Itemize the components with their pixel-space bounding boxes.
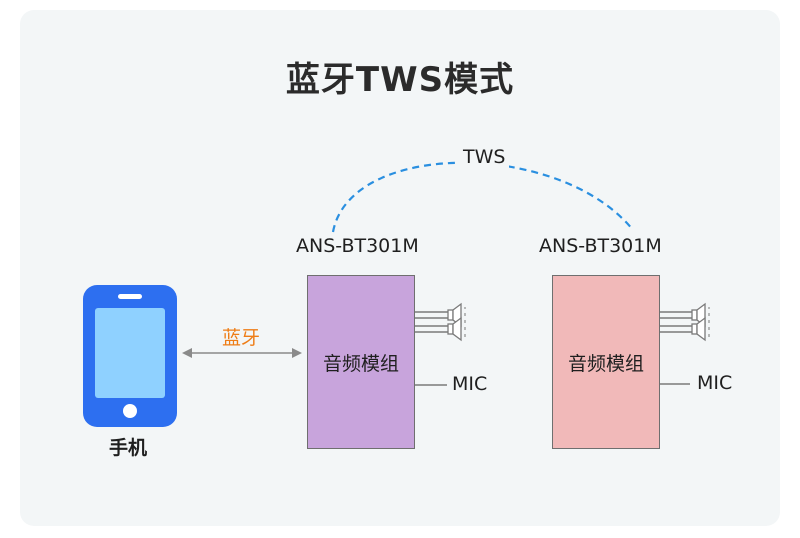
module-1-label: 音频模组 <box>322 352 399 375</box>
module-2-name: ANS-BT301M <box>539 235 662 257</box>
phone-label: 手机 <box>109 437 148 459</box>
speaker-icon <box>691 316 710 342</box>
module-2-mic-label: MIC <box>697 372 733 394</box>
bluetooth-label: 蓝牙 <box>222 327 261 349</box>
phone-icon <box>83 285 177 427</box>
module-1-mic-label: MIC <box>452 373 488 395</box>
module-2-label: 音频模组 <box>567 352 644 375</box>
module-1-box: 音频模组 <box>307 275 415 449</box>
module-2-box: 音频模组 <box>552 275 660 449</box>
module-2-connectors <box>659 311 692 385</box>
speaker-icon <box>447 316 466 342</box>
bluetooth-arrow <box>182 348 302 358</box>
module-1-name: ANS-BT301M <box>296 235 419 257</box>
tws-label: TWS <box>459 146 510 168</box>
module-1-connectors <box>415 311 448 386</box>
tws-link-arc <box>331 161 634 233</box>
page-title: 蓝牙TWS模式 <box>285 60 515 100</box>
